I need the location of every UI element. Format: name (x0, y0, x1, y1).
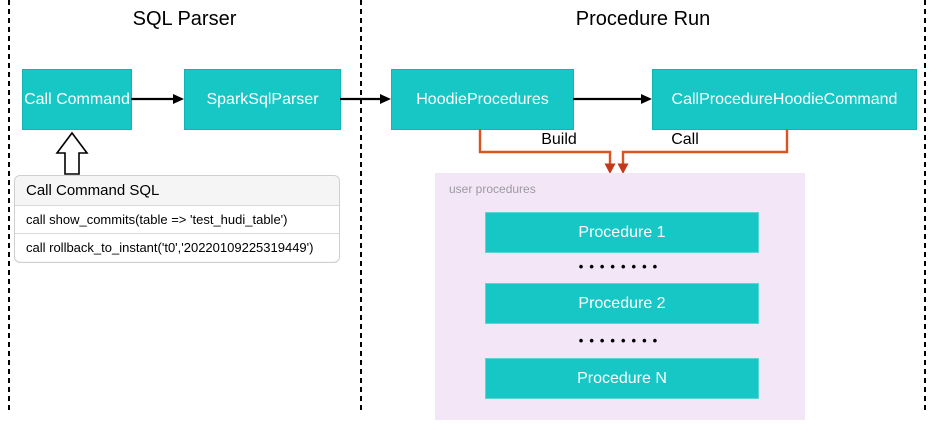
section-title-sql-parser: SQL Parser (132, 8, 237, 30)
user-procedures-container: user procedures Procedure 1 •••••••• Pro… (435, 173, 805, 420)
node-call-command: Call Command (22, 69, 132, 130)
section-title-procedure-run: Procedure Run (575, 8, 711, 30)
edge-label-call: Call (655, 131, 715, 149)
ellipsis-dots: •••••••• (578, 333, 664, 348)
node-hoodie-procedures: HoodieProcedures (391, 69, 574, 130)
node-spark-sql-parser: SparkSqlParser (184, 69, 341, 130)
node-procedure-1: Procedure 1 (485, 212, 759, 253)
node-procedure-n: Procedure N (485, 358, 759, 399)
block-arrow-sql-to-callcommand (55, 131, 89, 175)
dashed-border-left (8, 0, 10, 413)
dashed-border-middle (360, 0, 362, 413)
ellipsis-dots: •••••••• (578, 259, 664, 274)
edge-label-build: Build (527, 131, 591, 149)
arrow-callcommand-to-sparksqlparser (131, 94, 184, 104)
dashed-border-right (924, 0, 926, 413)
node-procedure-2: Procedure 2 (485, 283, 759, 324)
sql-examples-box: Call Command SQL call show_commits(table… (14, 175, 340, 263)
sql-example-row: call show_commits(table => 'test_hudi_ta… (15, 206, 339, 234)
node-call-procedure-hoodie-command: CallProcedureHoodieCommand (652, 69, 917, 130)
sql-examples-title: Call Command SQL (15, 176, 339, 206)
arrow-sparksqlparser-to-hoodieprocedures (340, 94, 391, 104)
arrow-hoodieprocedures-to-callprocedure (573, 94, 652, 104)
sql-example-row: call rollback_to_instant('t0','202201092… (15, 234, 339, 261)
user-procedures-label: user procedures (449, 182, 536, 196)
